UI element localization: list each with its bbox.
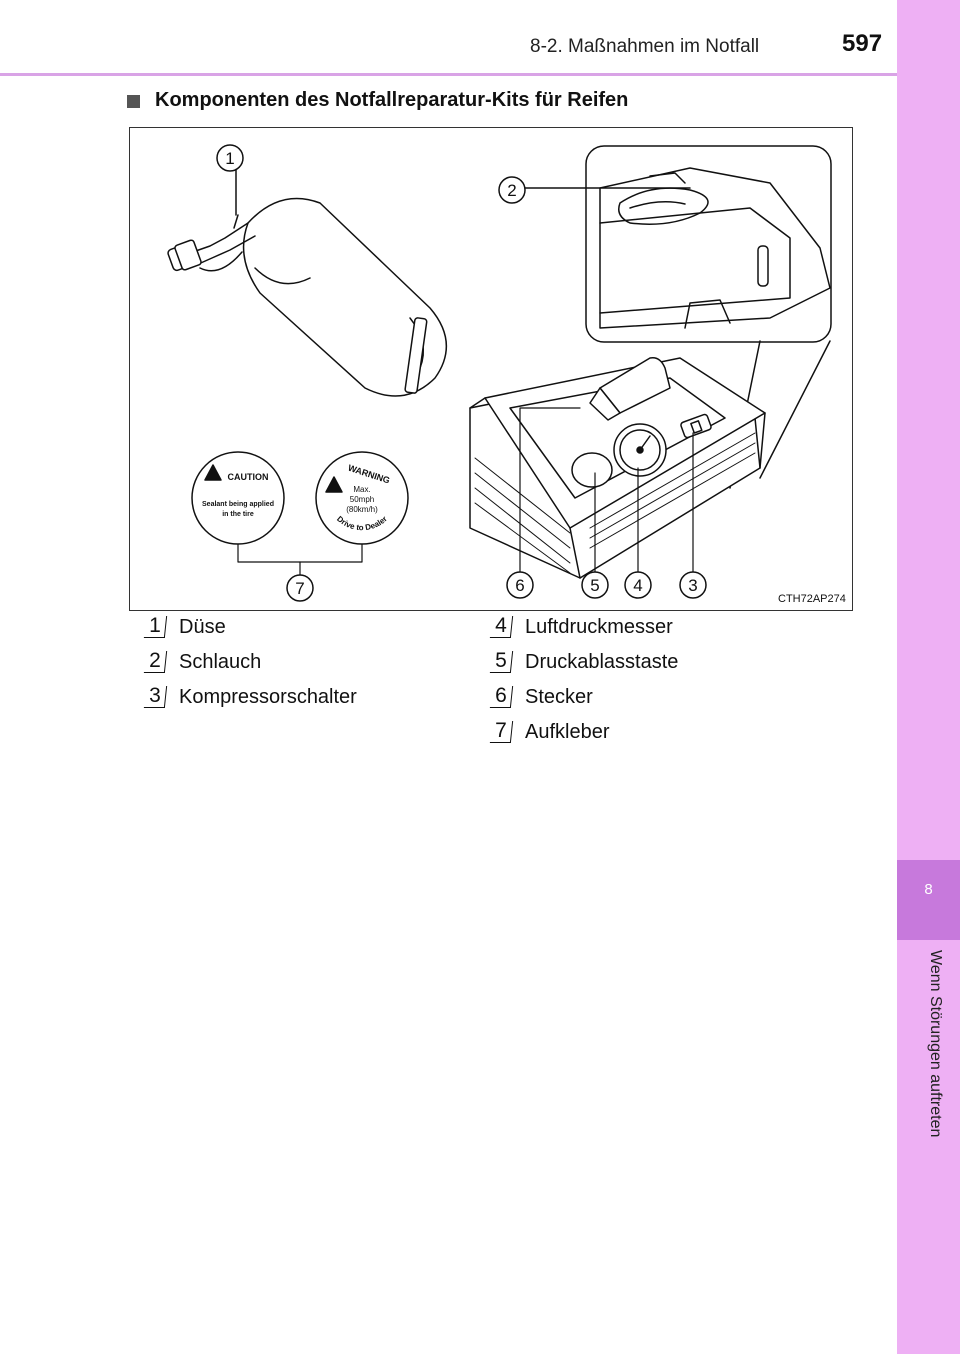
repair-kit-illustration: 1 2 3 4 5 6 7 CAUTION Sealant being appl… bbox=[129, 127, 853, 611]
legend-number: 2 bbox=[143, 649, 167, 673]
section-title: Komponenten des Notfallreparatur-Kits fü… bbox=[155, 89, 629, 111]
legend-label: Düse bbox=[179, 616, 226, 638]
legend-label: Druckablasstaste bbox=[525, 651, 679, 673]
warning-sticker bbox=[315, 451, 409, 545]
header-rule bbox=[0, 73, 897, 76]
callout-6: 6 bbox=[515, 576, 524, 595]
caution-sticker-title: CAUTION bbox=[228, 472, 269, 482]
warning-sticker-line2: 50mph bbox=[350, 495, 374, 504]
warning-sticker-line1: Max. bbox=[353, 485, 370, 494]
compressor-unit bbox=[469, 356, 766, 579]
page-number: 597 bbox=[842, 30, 883, 57]
legend-label: Kompressorschalter bbox=[179, 686, 357, 708]
hose-detail-zoom bbox=[524, 145, 832, 489]
callout-5: 5 bbox=[590, 576, 599, 595]
caution-sticker-line1: Sealant being applied bbox=[202, 501, 274, 508]
leader-lines bbox=[237, 407, 694, 585]
repair-kit-drawing: 1 2 3 4 5 6 7 CAUTION Sealant being appl… bbox=[167, 144, 846, 605]
legend-number: 5 bbox=[489, 649, 513, 673]
callout-1: 1 bbox=[225, 149, 234, 168]
legend-number: 6 bbox=[489, 684, 513, 708]
legend-label: Luftdruckmesser bbox=[525, 616, 673, 638]
legend-label: Aufkleber bbox=[525, 721, 610, 743]
legend-number: 1 bbox=[143, 614, 167, 638]
warning-sticker-line3: (80km/h) bbox=[346, 505, 378, 514]
callout-4: 4 bbox=[633, 576, 642, 595]
caution-sticker bbox=[191, 451, 285, 545]
legend-number: 4 bbox=[489, 614, 513, 638]
callout-2: 2 bbox=[507, 181, 516, 200]
chapter-side-band bbox=[897, 0, 960, 1354]
callout-3: 3 bbox=[688, 576, 697, 595]
sealant-bottle bbox=[167, 167, 447, 397]
caution-sticker-line2: in the tire bbox=[222, 511, 254, 518]
section-bullet-icon bbox=[127, 95, 140, 108]
callout-7: 7 bbox=[295, 579, 304, 598]
chapter-title: Wenn Störungen auftreten bbox=[927, 950, 944, 1138]
figure-code: CTH72AP274 bbox=[778, 593, 846, 605]
legend-number: 7 bbox=[489, 719, 513, 743]
running-header-title: 8-2. Maßnahmen im Notfall bbox=[530, 36, 760, 57]
legend-number: 3 bbox=[143, 684, 167, 708]
legend-label: Schlauch bbox=[179, 651, 262, 673]
chapter-number-tab[interactable]: 8 bbox=[897, 860, 960, 940]
legend-label: Stecker bbox=[525, 686, 593, 708]
